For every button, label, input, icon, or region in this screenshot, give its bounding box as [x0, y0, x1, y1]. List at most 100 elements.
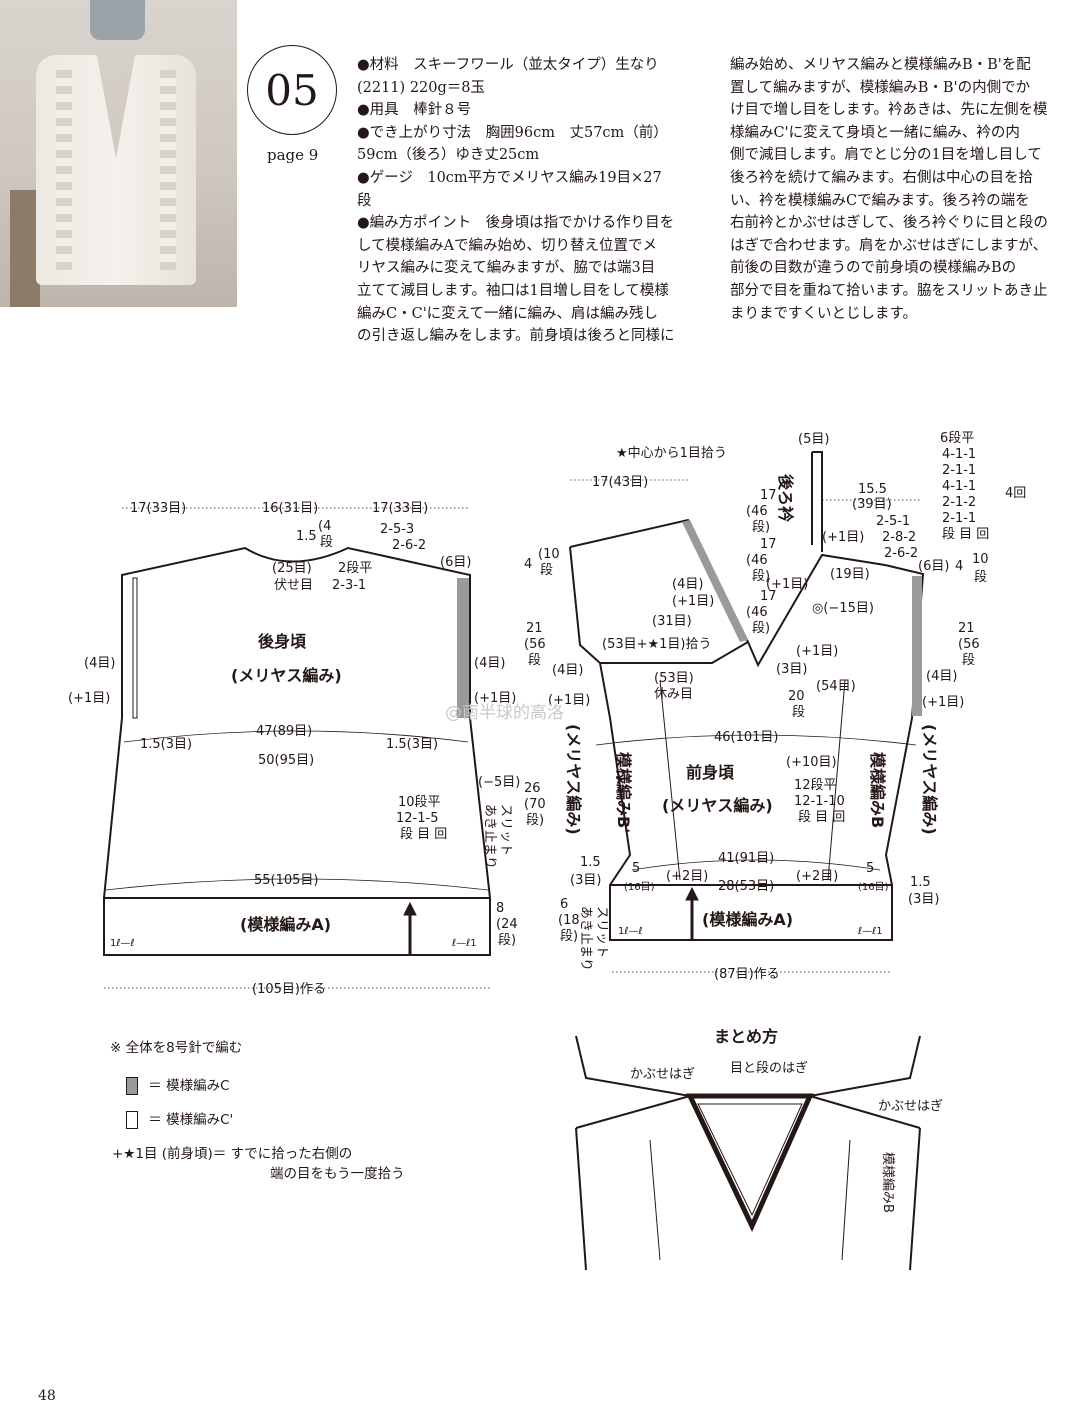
collar-rows: 2-1-1: [942, 463, 976, 478]
front-ribbing-height: 6: [560, 897, 568, 912]
back-height: 26: [524, 781, 541, 796]
back-top-left: 17(33目): [130, 501, 186, 516]
pattern-number: 05: [247, 45, 337, 135]
front-ribbing: (模様編みA): [702, 910, 793, 929]
collar-len: (46: [746, 504, 768, 519]
back-neck-center: (25目): [272, 561, 312, 576]
back-dec-rows: 12-1-5: [396, 811, 438, 826]
assembly-pattern-b: 模様編みB: [880, 1152, 896, 1213]
page-number: 48: [38, 1388, 56, 1404]
front-width28: 28(53目): [718, 879, 774, 894]
line: の引き返し編みをします。前身頃は後ろと同様に: [357, 328, 675, 345]
line: 立てて減目します。袖口は1目増し目をして模様: [357, 282, 669, 299]
front-five-right: 5: [866, 861, 874, 876]
back-neck-dec: 2-5-3: [380, 522, 414, 537]
front-plus2b: (+2目): [796, 869, 838, 884]
line: 後ろ衿を続けて編みます。右側は中心の目を拾: [730, 169, 1034, 186]
back-top-right: 17(33目): [372, 501, 428, 516]
front-minus15: ◎(−15目): [812, 601, 874, 616]
front-inner: (+1目): [672, 594, 714, 609]
front-pattern-b-left: 模様編みB': [614, 752, 633, 833]
front-armhole-right: 段: [962, 653, 975, 668]
back-dec-rows: 10段平: [398, 795, 441, 810]
collar-len3: 段): [752, 621, 770, 636]
front-shoulder-right-rows: 10: [972, 552, 989, 567]
line: 右前衿とかぶせはぎして、後ろ衿ぐりに目と段の: [730, 215, 1048, 232]
back-cast-on: (105目)作る: [252, 982, 326, 997]
front-inc10: (+10目): [786, 755, 837, 770]
line: ●編み方ポイント 後身頃は指でかける作り目を: [357, 215, 675, 232]
star-desc-2: 端の目をもう一度拾う: [270, 1166, 405, 1182]
back-slit: スリット: [498, 804, 513, 856]
front-three: (3目): [776, 662, 807, 677]
front-armhole-left: (56: [524, 637, 546, 652]
line: (2211) 220g＝8玉: [357, 79, 486, 96]
front-inner: (4目): [672, 577, 703, 592]
front-shoulder-right: 4: [955, 559, 963, 574]
front-five-left: 5: [632, 861, 640, 876]
back-ribbing: (模様編みA): [240, 915, 331, 934]
line: リヤス編みに変えて編みますが、脇では端3目: [357, 260, 656, 277]
back-ribbing-height: 8: [496, 901, 504, 916]
front-width41: 41(91目): [718, 851, 774, 866]
front-inc-rows: 段 目 回: [798, 810, 845, 825]
line: 置して編みますが、模様編みB・B'の内側でか: [730, 79, 1031, 96]
back-neck-depth: (4: [318, 519, 331, 534]
front-slit: スリット: [594, 906, 609, 958]
back-edge-right: 1.5(3目): [386, 737, 438, 752]
front-armhole-right: (56: [958, 637, 980, 652]
assembly-diagram: [575, 1035, 921, 1271]
back-slit: あき止まり: [482, 804, 497, 869]
back-dec-rows: 段 目 回: [400, 827, 447, 842]
front-left-shoulder: 段: [540, 563, 553, 578]
photo-cable-left: [56, 70, 72, 270]
front-cuff-right: (4目): [926, 669, 957, 684]
photo-hanger: [90, 0, 145, 40]
line: 編み始め、メリヤス編みと模様編みB・B'を配: [730, 57, 1031, 73]
front-rows19: (19目): [830, 567, 870, 582]
front-piece: [569, 451, 925, 973]
front-center-pick: ★中心から1目拾う: [616, 446, 727, 461]
photo-furniture: [10, 190, 40, 307]
front-five-right: (16目): [858, 882, 889, 893]
front-mark-right: ℓ—ℓ1: [858, 926, 883, 937]
line: い、衿を模様編みCで編みます。後ろ衿の端を: [730, 192, 1030, 209]
front-edge-left: (3目): [570, 873, 601, 888]
back-lower: 50(95目): [258, 753, 314, 768]
front-fifty4: (54目): [816, 679, 856, 694]
front-labels: ★中心から1目拾う (5目) 後ろ衿 15.5 (39目) 6段平 4-1-1 …: [524, 431, 1026, 982]
back-mark-left: 1ℓ—ℓ: [110, 938, 135, 949]
front-pattern-b-right: 模様編みB: [868, 752, 887, 828]
front-hold: 休み目: [654, 687, 693, 702]
back-neck-center: 伏せ目: [274, 578, 313, 593]
front-ribbing-height: (18: [558, 913, 580, 928]
front-title: 前身頃: [686, 763, 735, 782]
line: 59cm（後ろ）ゆき丈25cm: [357, 147, 540, 164]
back-subtitle: (メリヤス編み): [231, 666, 342, 685]
collar-rows: 4-1-1: [942, 447, 976, 462]
assembly-title: まとめ方: [714, 1027, 778, 1046]
collar-len3: 17: [760, 589, 777, 604]
line: ●ゲージ 10cm平方でメリヤス編み19目×27: [357, 169, 662, 186]
note-star: +★1目 (前身頃)＝ すでに拾った右側の: [112, 1142, 352, 1162]
collar-len: 17: [760, 488, 777, 503]
front-left-shoulder: (10: [538, 547, 560, 562]
front-left-top: 17(43目): [592, 475, 648, 490]
front-inc-rows: 12段平: [794, 778, 837, 793]
front-armhole-left: 段: [528, 653, 541, 668]
collar-len2: (46: [746, 553, 768, 568]
back-cuff-left: (4目): [84, 656, 115, 671]
front-slit: あき止まり: [578, 906, 593, 971]
back-cuff-right: (+1目): [474, 691, 516, 706]
collar-rows: 段 目 回: [942, 527, 989, 542]
collar-len: 段): [752, 520, 770, 535]
line: 前後の目数が違うので前身頃の模様編みBの: [730, 260, 1017, 277]
back-cuff-left: (+1目): [68, 691, 110, 706]
assembly-neck-seam: 目と段のはぎ: [730, 1061, 808, 1076]
front-side-right: (メリヤス編み): [920, 724, 939, 835]
front-ribbing-height: 段): [560, 929, 578, 944]
collar-len3: (46: [746, 605, 768, 620]
front-cuff-left: (+1目): [548, 693, 590, 708]
back-dec-note: (−5目): [478, 775, 520, 790]
